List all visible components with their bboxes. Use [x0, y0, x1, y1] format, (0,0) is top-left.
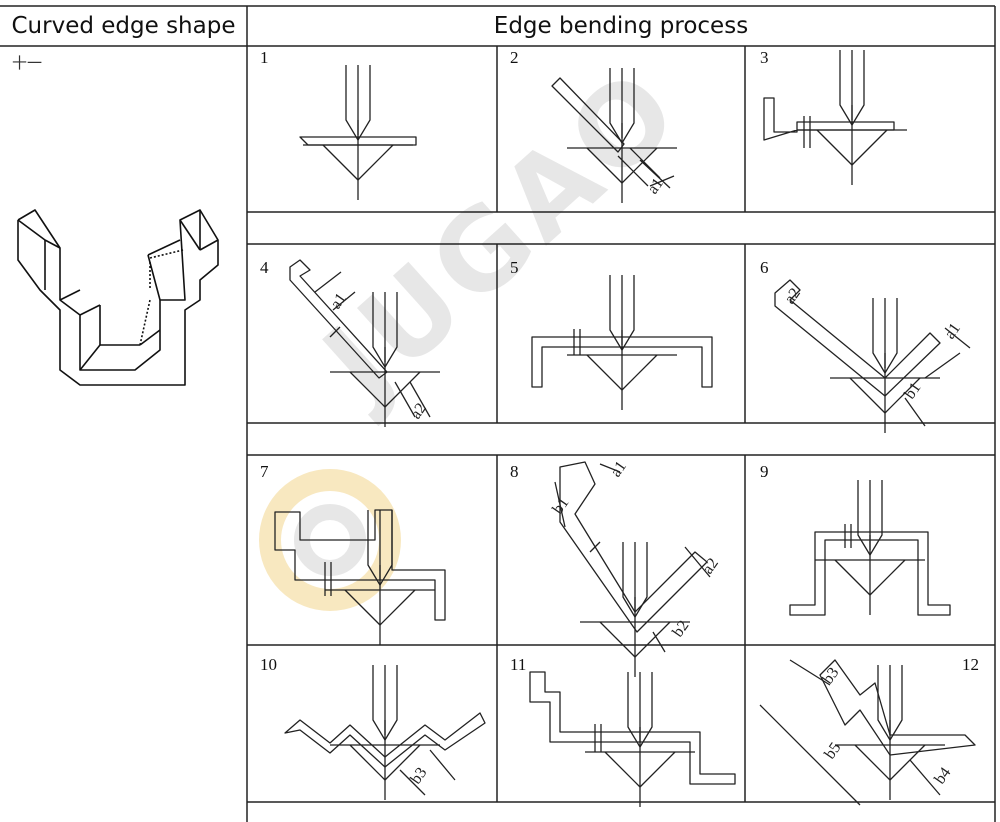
dim-b3-cell12: b3	[819, 664, 842, 687]
cell-number: 1	[260, 48, 269, 67]
dim-a1-cell8: a1	[607, 458, 630, 480]
dim-b1-cell8: b1	[549, 494, 572, 517]
cell-number: 12	[962, 655, 979, 674]
cell-number: 3	[760, 48, 769, 67]
dim-a1-cell2: a1	[644, 175, 667, 197]
cell-number: 4	[260, 258, 269, 277]
dim-b5-cell12: b5	[821, 739, 844, 762]
header-curved-edge-shape: Curved edge shape	[11, 13, 236, 39]
dim-b2-cell8: b2	[669, 617, 692, 640]
dim-a1-cell6: a1	[941, 320, 964, 342]
cell-number: 5	[510, 258, 519, 277]
dim-b1-cell6: b1	[901, 379, 924, 402]
cell-number: 10	[260, 655, 277, 674]
header-edge-bending-process: Edge bending process	[493, 13, 749, 39]
cell-number: 8	[510, 462, 519, 481]
dim-a2-cell4: a2	[407, 400, 430, 422]
cell-number: 6	[760, 258, 769, 277]
cell-number: 11	[510, 655, 527, 674]
cell-number: 9	[760, 462, 769, 481]
dim-b3-cell10: b3	[407, 764, 430, 787]
cell-number: 7	[260, 462, 269, 481]
dim-b4-cell12: b4	[931, 764, 954, 787]
cell-number: 2	[510, 48, 519, 67]
dim-a2-cell6: a2	[781, 285, 804, 307]
shape-glyph: 十一	[12, 54, 43, 72]
